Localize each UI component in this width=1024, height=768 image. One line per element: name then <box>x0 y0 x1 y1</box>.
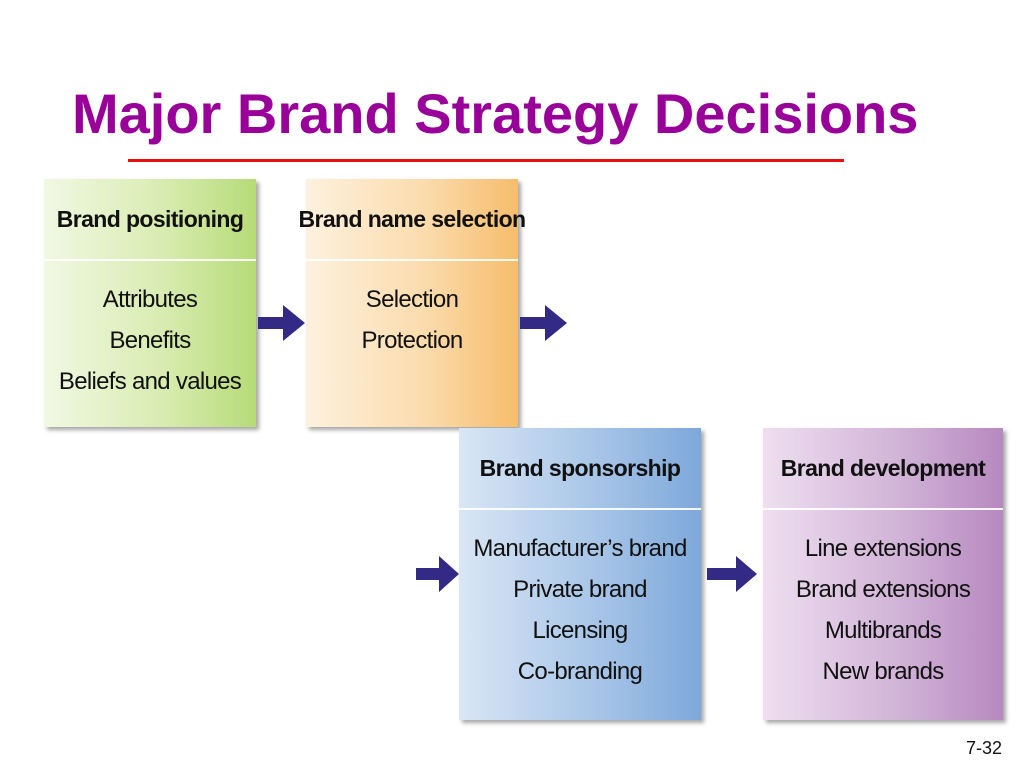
page-number: 7-32 <box>965 738 1002 758</box>
list-item: New brands <box>822 658 944 685</box>
list-item: Line extensions <box>804 535 962 562</box>
right-arrow-icon <box>707 556 757 592</box>
list-item: Licensing <box>532 617 628 644</box>
box-heading: Brand development <box>780 454 986 481</box>
box-divider <box>763 508 1003 510</box>
brand-positioning-box: Brand positioning Attributes Benefits Be… <box>44 179 256 427</box>
box-heading: Brand name selection <box>298 205 526 232</box>
list-item: Co-branding <box>517 658 643 685</box>
list-item: Benefits <box>109 327 191 354</box>
brand-development-box: Brand development Line extensions Brand … <box>763 428 1003 720</box>
list-item: Attributes <box>102 286 198 313</box>
box-item-list: Selection Protection <box>306 279 518 361</box>
title-underline <box>128 159 844 162</box>
brand-sponsorship-box: Brand sponsorship Manufacturer’s brand P… <box>459 428 701 720</box>
brand-name-selection-box: Brand name selection Selection Protectio… <box>298 179 526 427</box>
list-item: Multibrands <box>824 617 942 644</box>
box-heading: Brand positioning <box>56 205 244 232</box>
right-arrow-icon <box>258 305 305 341</box>
list-item: Brand extensions <box>795 576 971 603</box>
box-item-list: Attributes Benefits Beliefs and values <box>44 279 256 402</box>
list-item: Protection <box>361 327 463 354</box>
right-arrow-icon <box>416 556 459 592</box>
box-divider <box>306 259 518 261</box>
list-item: Selection <box>365 286 459 313</box>
right-arrow-icon <box>520 305 567 341</box>
list-item: Private brand <box>513 576 647 603</box>
box-heading: Brand sponsorship <box>479 454 681 481</box>
box-divider <box>459 508 701 510</box>
box-item-list: Manufacturer’s brand Private brand Licen… <box>459 528 701 692</box>
box-divider <box>44 259 256 261</box>
box-item-list: Line extensions Brand extensions Multibr… <box>763 528 1003 692</box>
slide-title: Major Brand Strategy Decisions <box>72 82 919 145</box>
list-item: Beliefs and values <box>58 368 242 395</box>
list-item: Manufacturer’s brand <box>473 535 687 562</box>
